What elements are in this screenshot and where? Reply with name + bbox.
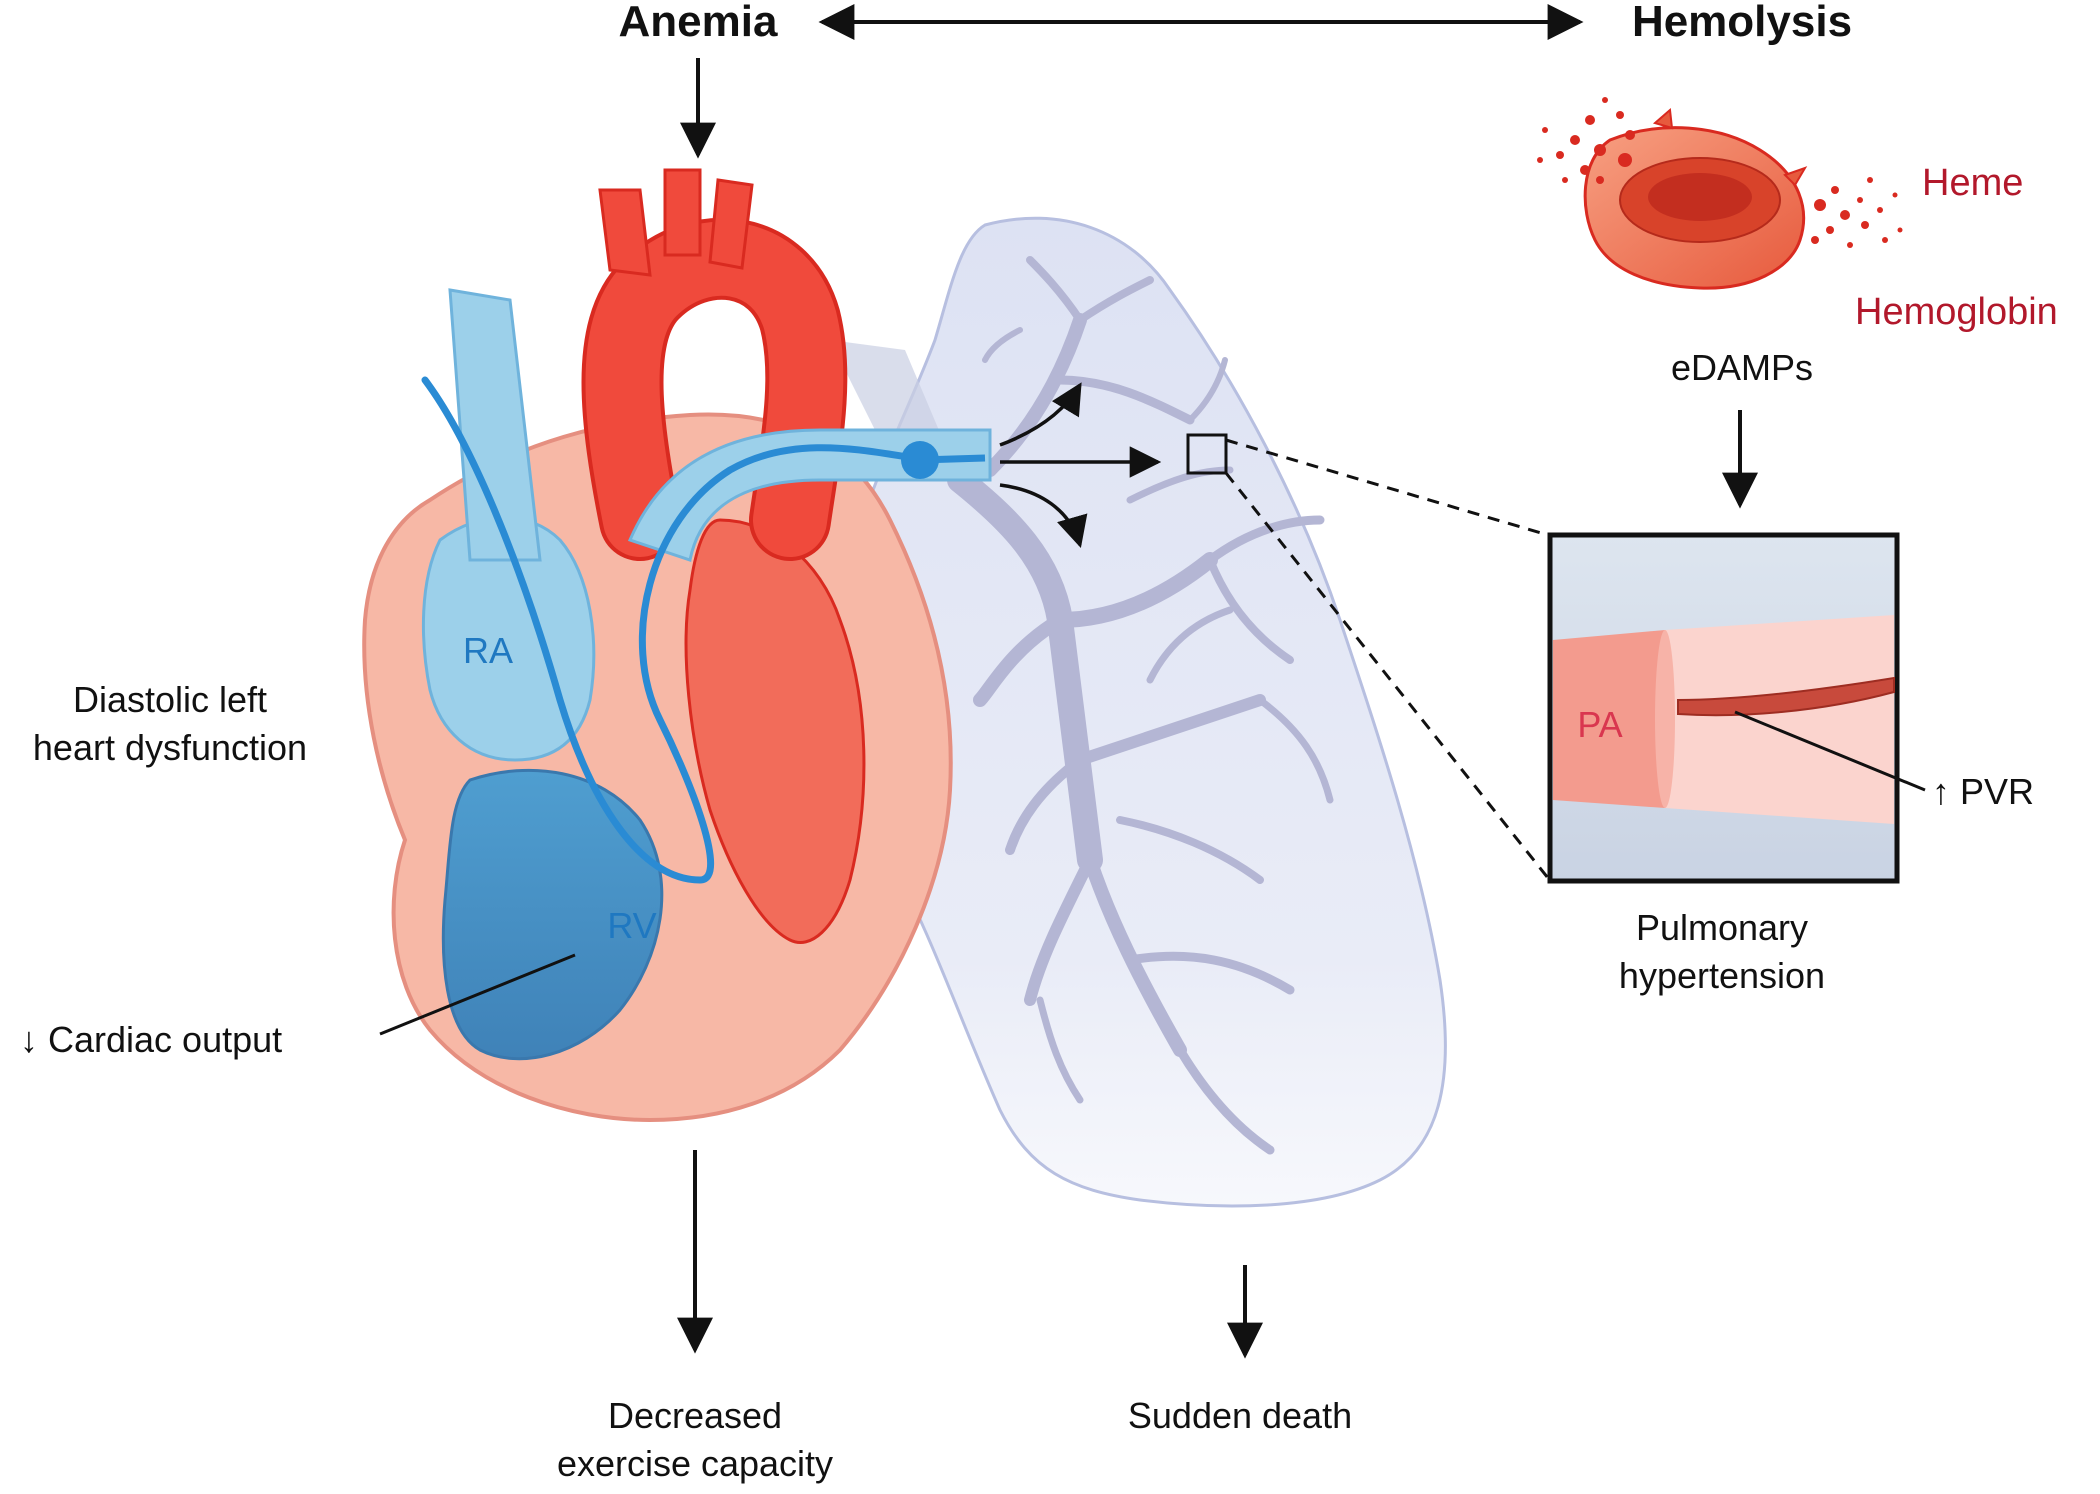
- label-decreased-line1: Decreased: [608, 1395, 782, 1436]
- arrow-icon: [999, 382, 1082, 447]
- label-hemolysis: Hemolysis: [1632, 0, 1852, 46]
- pulmonary-vessels: [947, 256, 1334, 1155]
- zoom-dash-top: [1225, 438, 1549, 537]
- cardiac-output-leader: [379, 953, 576, 1036]
- label-pulmonary-line1: Pulmonary: [1636, 907, 1808, 948]
- label-sudden-death: Sudden death: [1128, 1395, 1352, 1436]
- label-heme: Heme: [1922, 162, 2023, 204]
- label-edamps: eDAMPs: [1671, 347, 1813, 388]
- label-anemia: Anemia: [619, 0, 778, 46]
- label-ra: RA: [463, 630, 513, 671]
- label-pa: PA: [1577, 704, 1622, 745]
- arrow-icon: [999, 483, 1088, 549]
- heart: RA RV: [362, 168, 992, 1123]
- label-rv: RV: [607, 905, 656, 946]
- label-decreased-line2: exercise capacity: [557, 1443, 833, 1484]
- label-pvr: ↑ PVR: [1932, 771, 2034, 812]
- red-blood-cell-icon: [1537, 97, 1903, 290]
- label-diastolic-line2: heart dysfunction: [33, 727, 307, 768]
- flow-arrows: [999, 382, 1162, 549]
- label-hemoglobin: Hemoglobin: [1855, 291, 2058, 333]
- label-pulmonary-line2: hypertension: [1619, 955, 1825, 996]
- pulmonary-artery-inset: PA: [1547, 532, 1926, 884]
- zoom-indicator: [1186, 433, 1228, 475]
- zoom-dash-bottom: [1224, 472, 1550, 879]
- label-diastolic-line1: Diastolic left: [73, 679, 267, 720]
- label-cardiac-output: ↓ Cardiac output: [20, 1019, 282, 1060]
